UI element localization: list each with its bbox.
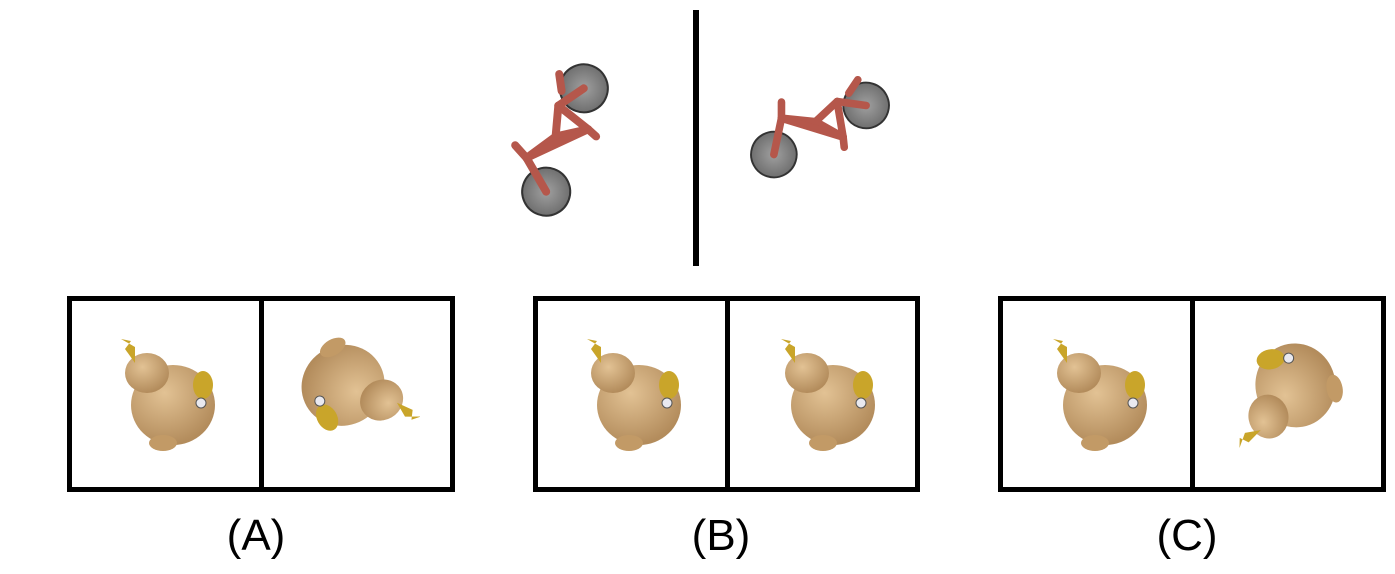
- option-c-duck-left: [1052, 338, 1148, 452]
- option-c-label[interactable]: (C): [1156, 511, 1218, 560]
- option-a-duck-left: [120, 338, 216, 452]
- option-b-label[interactable]: (B): [691, 511, 751, 560]
- option-b-panel[interactable]: [533, 296, 920, 492]
- reference-bicycle-left: [505, 55, 625, 225]
- option-b-duck-right: [780, 338, 876, 452]
- option-b-duck-left: [586, 338, 682, 452]
- panel-divider: [1190, 301, 1195, 487]
- option-c-duck-right: [1222, 335, 1351, 449]
- option-a-duck-right: [290, 325, 420, 455]
- panel-divider: [725, 301, 730, 487]
- option-c-panel[interactable]: [998, 296, 1386, 492]
- option-a-panel[interactable]: [67, 296, 455, 492]
- option-a-label[interactable]: (A): [226, 511, 286, 560]
- reference-divider: [693, 10, 699, 266]
- reference-bicycle-right: [745, 55, 895, 205]
- panel-divider: [259, 301, 264, 487]
